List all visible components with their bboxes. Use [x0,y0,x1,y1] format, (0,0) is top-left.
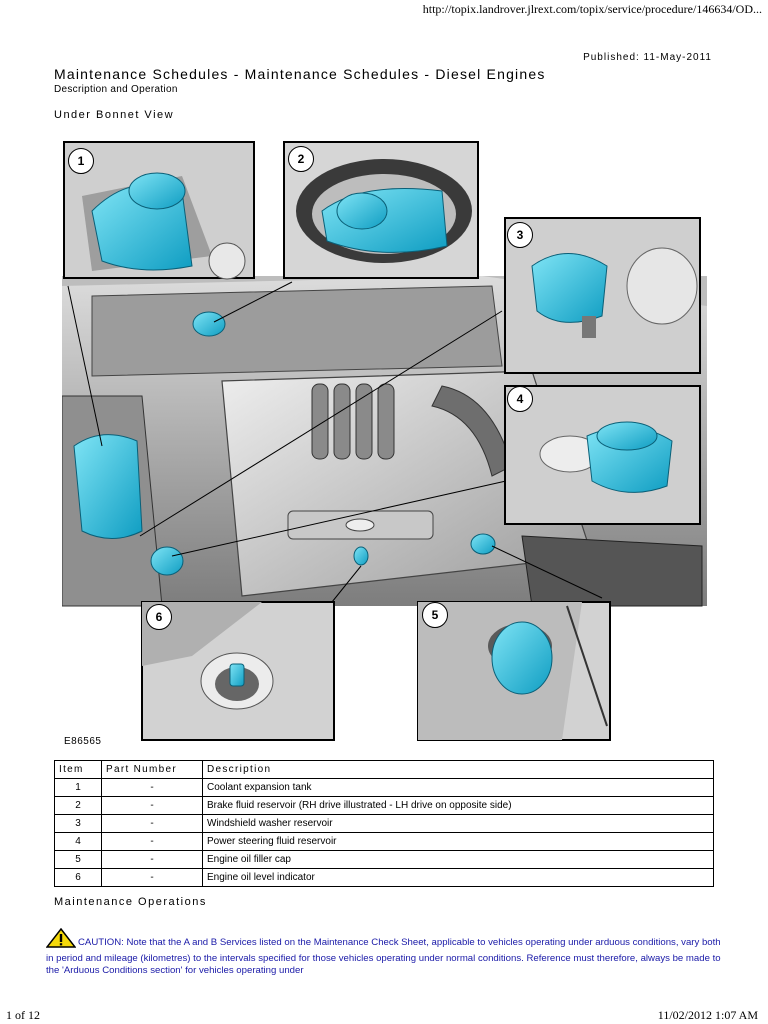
page-title: Maintenance Schedules - Maintenance Sche… [54,66,546,82]
cell-part-number: - [101,796,203,815]
page-counter: 1 of 12 [6,1008,40,1022]
caution-text: CAUTION: Note that the A and B Services … [46,937,721,976]
items-table: Item Part Number Description 1 - Coolant… [54,760,714,887]
warning-icon [45,927,77,953]
header-description: Description [202,760,714,779]
published-date: Published: 11-May-2011 [583,52,712,63]
caution-note: CAUTION: Note that the A and B Services … [45,927,726,978]
cell-item: 6 [54,868,102,887]
cell-item: 4 [54,832,102,851]
table-row: 3 - Windshield washer reservoir [54,814,714,833]
cell-item: 3 [54,814,102,833]
print-datetime: 11/02/2012 1:07 AM [657,1008,758,1022]
page-subtitle: Description and Operation [54,84,178,95]
cell-description: Engine oil level indicator [202,868,714,887]
cell-part-number: - [101,868,203,887]
table-header-row: Item Part Number Description [54,760,714,779]
callout-1: 1 [68,148,94,174]
section-heading-maintenance-operations: Maintenance Operations [54,896,207,908]
table-row: 6 - Engine oil level indicator [54,868,714,887]
table-row: 1 - Coolant expansion tank [54,778,714,797]
cell-description: Brake fluid reservoir (RH drive illustra… [202,796,714,815]
cell-part-number: - [101,832,203,851]
header-part-number: Part Number [101,760,203,779]
cell-description: Power steering fluid reservoir [202,832,714,851]
cell-description: Windshield washer reservoir [202,814,714,833]
cell-item: 1 [54,778,102,797]
table-row: 4 - Power steering fluid reservoir [54,832,714,851]
callout-4: 4 [507,386,533,412]
callout-6: 6 [146,604,172,630]
engine-bay-illustration [62,141,707,741]
section-heading-under-bonnet: Under Bonnet View [54,109,175,121]
header-item: Item [54,760,102,779]
callout-3: 3 [507,222,533,248]
cell-item: 5 [54,850,102,869]
table-row: 2 - Brake fluid reservoir (RH drive illu… [54,796,714,815]
cell-description: Coolant expansion tank [202,778,714,797]
figure-code: E86565 [64,736,102,747]
cell-description: Engine oil filler cap [202,850,714,869]
callout-2: 2 [288,146,314,172]
cell-part-number: - [101,850,203,869]
table-row: 5 - Engine oil filler cap [54,850,714,869]
cell-part-number: - [101,778,203,797]
cell-part-number: - [101,814,203,833]
page-url: http://topix.landrover.jlrext.com/topix/… [422,2,762,16]
cell-item: 2 [54,796,102,815]
callout-5: 5 [422,602,448,628]
